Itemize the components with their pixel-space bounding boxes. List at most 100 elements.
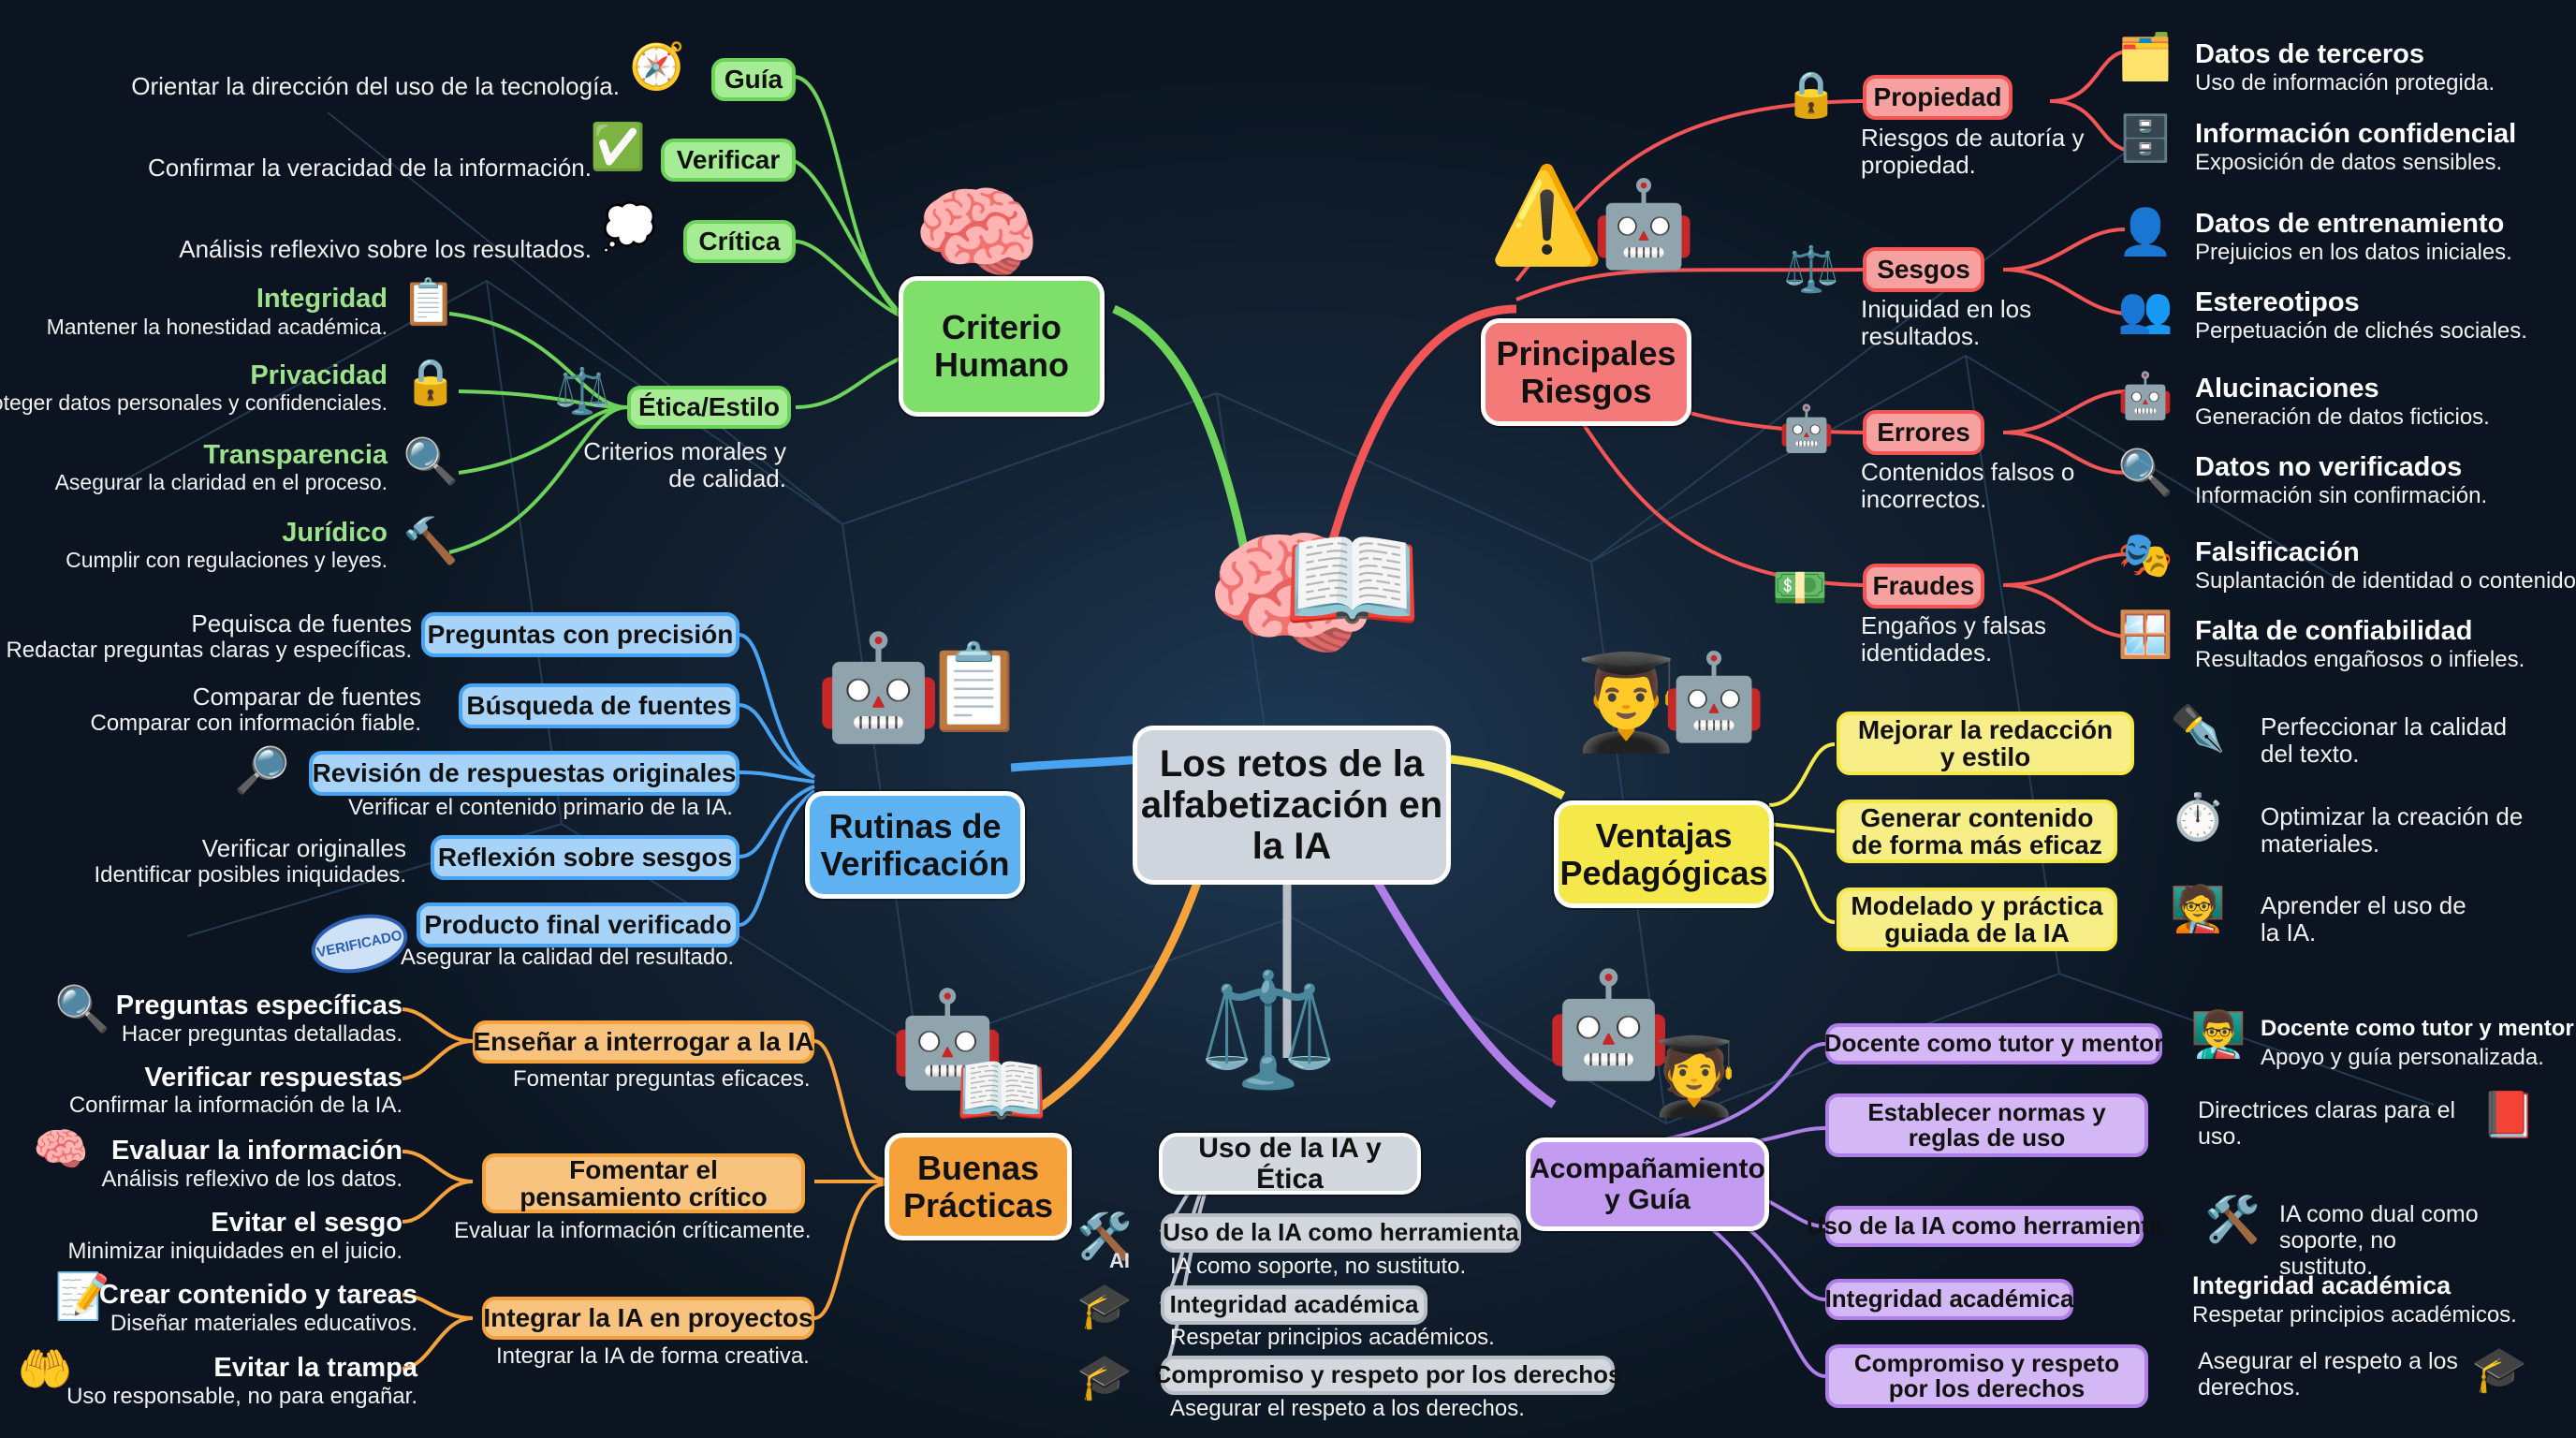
head-privacidad: Privacidad xyxy=(250,360,388,390)
head-falsificacion: Falsificación xyxy=(2195,537,2360,567)
compass-icon: 🧭 xyxy=(629,42,685,92)
head-crear-contenido: Crear contenido y tareas xyxy=(98,1280,417,1310)
brain-gear-icon: 🧠 xyxy=(33,1125,89,1175)
desc-falsificacion: Suplantación de identidad o contenido. xyxy=(2195,568,2576,594)
desc-generar-contenido: Optimizar la creación de materiales. xyxy=(2261,802,2524,858)
pill-fraudes: Fraudes xyxy=(1863,564,1984,609)
book-gear-icon: 📕 xyxy=(2481,1091,2537,1140)
pill-verificar: Verificar xyxy=(661,139,796,182)
desc-fraudes: Engaños y falsas identidades. xyxy=(1861,611,2047,668)
desc-alucinaciones: Generación de datos ficticios. xyxy=(2195,404,2490,430)
head-preguntas-especificas: Preguntas específicas xyxy=(115,990,402,1020)
desc-integridad-acad: Respetar principios académicos. xyxy=(2192,1302,2517,1328)
pill-etica: Ética/Estilo xyxy=(627,386,791,429)
graduate-robot-icon: 🤖 xyxy=(1544,967,1673,1082)
pill-integridad-academica: Integridad académica xyxy=(1161,1285,1427,1325)
gavel-icon: 🔨 xyxy=(402,517,459,566)
broken-glass-icon: 🪟 xyxy=(2117,610,2174,660)
robot-icon: 🤖 xyxy=(814,630,943,745)
check-icon: ✅ xyxy=(590,123,646,172)
pill-generar-contenido: Generar contenido de forma más eficaz xyxy=(1837,800,2117,863)
head-info-confidencial: Información confidencial xyxy=(2195,119,2517,149)
padlock-icon: 🔒 xyxy=(1783,70,1839,120)
desc-compromiso-derechos: Asegurar el respeto a los derechos. xyxy=(2198,1348,2458,1401)
desc-mejorar-redaccion: Perfeccionar la calidad del texto. xyxy=(2261,712,2508,769)
pill-reflexion-sesgos: Reflexión sobre sesgos xyxy=(431,835,739,880)
graduate-student-icon: 👨‍🎓 xyxy=(1568,650,1685,755)
head-verificar-originalles: Verificar originalles xyxy=(201,834,406,862)
desc-integridad-academica: Respetar principios académicos. xyxy=(1170,1325,1495,1350)
desc-docente-tutor: Apoyo y guía personalizada. xyxy=(2261,1045,2544,1070)
robot-icon: 🤖 xyxy=(2117,372,2174,421)
uso-etica-node: Uso de la IA y Ética xyxy=(1159,1133,1421,1195)
scales-icon: ⚖️ xyxy=(1783,245,1839,295)
pill-modelado: Modelado y práctica guiada de la IA xyxy=(1837,888,2117,951)
hand-money-icon: 🤲 xyxy=(17,1345,73,1395)
principales-riesgos-node: Principales Riesgos xyxy=(1481,318,1691,426)
people-icon: 👥 xyxy=(2117,286,2174,335)
desc-errores: Contenidos falsos o incorrectos. xyxy=(1861,458,2075,514)
desc-sesgos: Iniquidad en los resultados. xyxy=(1861,295,2032,351)
graduation-cap-icon: 🎓 xyxy=(1076,1282,1133,1331)
head-evaluar-info: Evaluar la información xyxy=(110,1136,402,1166)
pill-ensenar: Enseñar a interrogar a la IA xyxy=(473,1020,814,1064)
pill-critica: Crítica xyxy=(683,220,796,263)
puppet-icon: 🎭 xyxy=(2117,531,2174,580)
clipboard-icon: 📋 xyxy=(401,278,457,328)
pill-revision-respuestas: Revisión de respuestas originales xyxy=(309,751,739,796)
desc-crear-contenido: Diseñar materiales educativos. xyxy=(110,1311,417,1336)
desc-compromiso: Asegurar el respeto a los derechos. xyxy=(1170,1396,1525,1421)
desc-datos-terceros: Uso de información protegida. xyxy=(2195,70,2496,95)
desc-verificar: Confirmar la veracidad de la información… xyxy=(148,154,592,182)
desc-uso-ia-herramienta: IA como dual como soporte, no sustituto. xyxy=(2279,1201,2479,1280)
desc-guia: Orientar la dirección del uso de la tecn… xyxy=(131,72,620,100)
pill-docente-tutor: Docente como tutor y mentor xyxy=(1824,1023,2163,1064)
hands-cap-icon: 🎓 xyxy=(1076,1353,1133,1402)
desc-datos-no-verificados: Información sin confirmación. xyxy=(2195,483,2488,508)
desc-reflexion-sesgos: Identificar posibles iniquidades. xyxy=(94,862,406,888)
book-icon: 📖 xyxy=(1282,518,1423,643)
pill-guia: Guía xyxy=(711,58,796,101)
pill-integridad-acad: Integridad académica xyxy=(1825,1279,2073,1320)
magnifier-screen-icon: 🔎 xyxy=(234,746,290,796)
head-transparencia: Transparencia xyxy=(203,440,388,470)
central-topic: Los retos de la alfabetización en la IA xyxy=(1133,726,1451,885)
safe-icon: 🗄️ xyxy=(2117,114,2174,164)
pill-establecer-normas: Establecer normas y reglas de uso xyxy=(1825,1093,2148,1157)
pill-busqueda-fuentes: Búsqueda de fuentes xyxy=(459,683,739,728)
head-integridad: Integridad xyxy=(256,284,388,314)
head-datos-no-verificados: Datos no verificados xyxy=(2195,452,2463,482)
head-evitar-sesgo: Evitar el sesgo xyxy=(211,1208,402,1238)
tools-icon: 🛠️ xyxy=(2204,1196,2261,1245)
pill-compromiso-derechos: Compromiso y respeto por los derechos xyxy=(1825,1344,2148,1408)
scales-icon: ⚖️ xyxy=(554,367,610,417)
folder-icon: 🗂️ xyxy=(2117,33,2174,82)
thought-bubble-icon: 💭 xyxy=(601,203,657,253)
teacher-robot-icon: 🧑‍🏫 xyxy=(2170,885,2226,934)
brain-magnifier-icon: 🔍 xyxy=(402,437,459,487)
pill-mejorar-redaccion: Mejorar la redacción y estilo xyxy=(1837,712,2134,775)
hands-cap-icon: 🎓 xyxy=(2471,1345,2527,1395)
head-falta-confiabilidad: Falta de confiabilidad xyxy=(2195,616,2473,646)
desc-evitar-sesgo: Minimizar iniquidades en el juicio. xyxy=(67,1239,402,1264)
desc-datos-entrenamiento: Prejuicios en los datos iniciales. xyxy=(2195,240,2512,265)
desc-integridad: Mantener la honestidad académica. xyxy=(46,315,388,339)
buenas-practicas-node: Buenas Prácticas xyxy=(885,1133,1072,1240)
rutinas-node: Rutinas de Verificación xyxy=(805,791,1025,899)
head-verificar-respuestas: Verificar respuestas xyxy=(144,1063,402,1093)
acompanamiento-node: Acompañamiento y Guía xyxy=(1526,1137,1769,1231)
desc-verificar-respuestas: Confirmar la información de la IA. xyxy=(68,1093,402,1118)
clock-money-icon: ⏱️ xyxy=(2170,793,2226,843)
pill-uso-herramienta: Uso de la IA como herramienta xyxy=(1161,1213,1521,1253)
ai-badge: AI xyxy=(1109,1249,1130,1272)
head-integridad-acad: Integridad académica xyxy=(2192,1271,2452,1299)
pill-producto-final: Producto final verificado xyxy=(417,902,739,947)
desc-etica: Criterios morales y de calidad. xyxy=(583,437,786,493)
scales-brain-icon: ⚖️ xyxy=(1198,967,1339,1093)
head-datos-terceros: Datos de terceros xyxy=(2195,39,2424,69)
pill-propiedad: Propiedad xyxy=(1863,75,2012,120)
pill-integrar: Integrar la IA en proyectos xyxy=(482,1297,814,1340)
pill-uso-ia-herramienta: Uso de la IA como herramienta xyxy=(1807,1206,2162,1247)
notebook-pen-icon: 📝 xyxy=(54,1272,110,1322)
